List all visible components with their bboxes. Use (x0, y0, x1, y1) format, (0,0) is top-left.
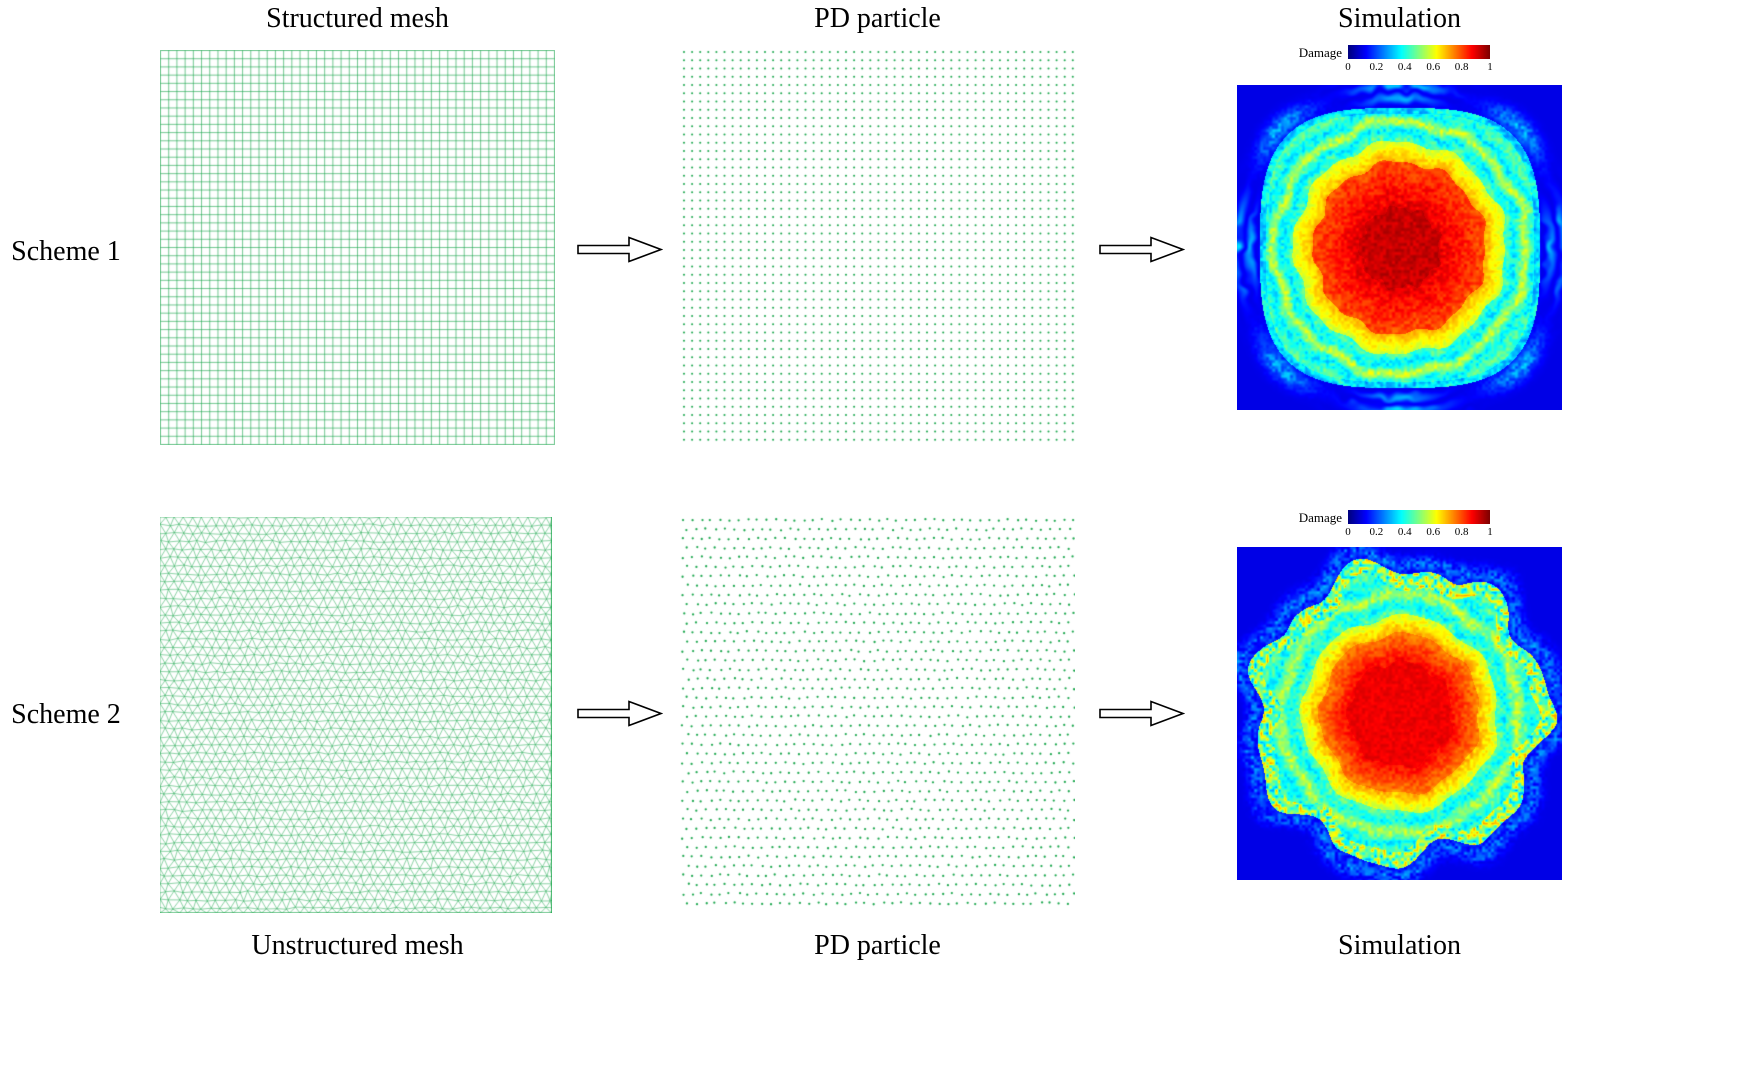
arrow-right-icon (1099, 236, 1185, 263)
label-scheme-2: Scheme 2 (11, 699, 121, 730)
colorbar-tick: 0.4 (1397, 526, 1412, 538)
simulation-canvas-row2 (1237, 547, 1562, 880)
colorbar-tick: 0.2 (1369, 61, 1384, 73)
label-structured-mesh: Structured mesh (266, 3, 449, 34)
colorbar-title: Damage (1298, 45, 1342, 60)
label-pd-particle-bottom: PD particle (814, 930, 941, 961)
pd-particle-canvas-row2 (680, 517, 1075, 911)
simulation-canvas-row1 (1237, 85, 1562, 410)
colorbar-gradient-canvas (1348, 510, 1490, 524)
colorbar-tick: 1 (1487, 526, 1493, 538)
colorbar-ticks: 0 0.2 0.4 0.6 0.8 1 (1345, 510, 1493, 538)
colorbar-gradient-canvas (1348, 45, 1490, 59)
label-unstructured-mesh: Unstructured mesh (251, 930, 464, 961)
colorbar-tick: 0.2 (1369, 526, 1384, 538)
pd-particle-canvas-row1 (680, 48, 1075, 448)
colorbar-tick: 0.8 (1454, 526, 1469, 538)
colorbar-ticks: 0 0.2 0.4 0.6 0.8 1 (1345, 45, 1493, 73)
colorbar-tick: 0 (1345, 61, 1351, 73)
colorbar-tick: 0.4 (1397, 61, 1412, 73)
colorbar-tick: 0.8 (1454, 61, 1469, 73)
damage-colorbar-row2: Damage 0 0.2 0.4 0.6 0.8 1 (1299, 510, 1493, 538)
colorbar-tick: 0.6 (1426, 526, 1441, 538)
unstructured-mesh-canvas (160, 517, 552, 913)
label-simulation-bottom: Simulation (1338, 930, 1461, 961)
label-pd-particle-top: PD particle (814, 3, 941, 34)
arrow-right-icon (1099, 700, 1185, 727)
structured-mesh-canvas (160, 50, 555, 445)
arrow-right-icon (577, 700, 663, 727)
colorbar-tick: 0.6 (1426, 61, 1441, 73)
colorbar-tick: 0 (1345, 526, 1351, 538)
damage-colorbar-row1: Damage 0 0.2 0.4 0.6 0.8 1 (1299, 45, 1493, 73)
arrow-right-icon (577, 236, 663, 263)
colorbar-title: Damage (1298, 510, 1342, 525)
label-scheme-1: Scheme 1 (11, 236, 121, 267)
colorbar-tick: 1 (1487, 61, 1493, 73)
label-simulation-top: Simulation (1338, 3, 1461, 34)
